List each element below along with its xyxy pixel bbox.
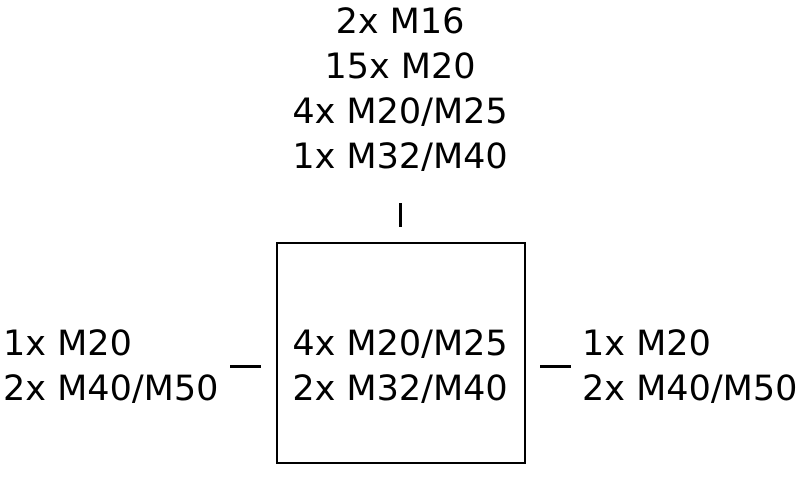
left-connector-line: [230, 365, 261, 368]
top-entry-3: 4x M20/M25: [292, 92, 508, 132]
right-side-entries: 1x M20 2x M40/M50: [582, 322, 797, 412]
top-connector-line: [399, 203, 402, 227]
top-entry-4: 1x M32/M40: [292, 137, 508, 177]
center-entry-2: 2x M32/M40: [292, 369, 508, 409]
right-entry-1: 1x M20: [582, 324, 711, 364]
right-connector-line: [540, 365, 571, 368]
enclosure-box: [276, 242, 526, 464]
top-entry-2: 15x M20: [324, 47, 476, 87]
left-entry-1: 1x M20: [3, 324, 132, 364]
top-side-entries: 2x M16 15x M20 4x M20/M25 1x M32/M40: [200, 0, 600, 180]
center-entries: 4x M20/M25 2x M32/M40: [276, 322, 524, 412]
left-entry-2: 2x M40/M50: [3, 369, 219, 409]
right-entry-2: 2x M40/M50: [582, 369, 798, 409]
left-side-entries: 1x M20 2x M40/M50: [3, 322, 218, 412]
top-entry-1: 2x M16: [335, 2, 465, 42]
center-entry-1: 4x M20/M25: [292, 324, 508, 364]
